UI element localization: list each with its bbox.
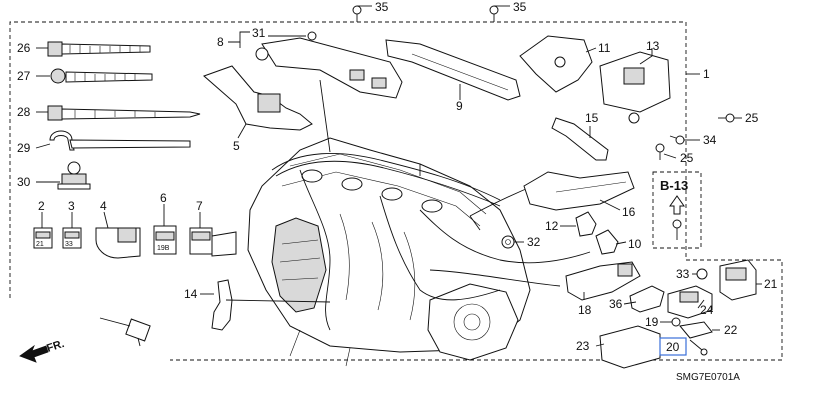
connector-marking: 19B bbox=[157, 245, 170, 252]
callout-label: 3 bbox=[68, 199, 75, 213]
part-28-cable-tie bbox=[47, 105, 201, 121]
bolt-25-lower bbox=[655, 143, 665, 160]
callout-label: 5 bbox=[233, 139, 240, 153]
callout-label: 21 bbox=[764, 277, 778, 291]
callout-label: 12 bbox=[545, 219, 559, 233]
part-18-bracket bbox=[565, 261, 641, 301]
part-16-harness-cover bbox=[523, 171, 635, 211]
callout-label: 24 bbox=[700, 303, 714, 317]
section-ref-box bbox=[652, 171, 702, 249]
callout-label: 7 bbox=[196, 199, 203, 213]
part-12-clip bbox=[575, 211, 597, 237]
callout-label: 2 bbox=[38, 199, 45, 213]
callout-label: 33 bbox=[676, 267, 690, 281]
connector-marking: 33 bbox=[65, 241, 73, 248]
part-24-fuse-box bbox=[667, 285, 713, 319]
part-31-clip bbox=[307, 31, 317, 41]
part-32-grommet bbox=[501, 235, 515, 249]
callout-label: 19 bbox=[645, 315, 659, 329]
connector-marking: 21 bbox=[36, 241, 44, 248]
part-8-harness-bracket bbox=[255, 37, 403, 99]
part-19-clip bbox=[671, 317, 681, 327]
part-11-bracket bbox=[519, 35, 593, 93]
part-13-bracket-box bbox=[599, 51, 671, 124]
part-20-cable-end bbox=[689, 339, 708, 356]
part-21-relay-box bbox=[719, 259, 757, 301]
direction-label: FR. bbox=[45, 338, 66, 355]
callout-label: 25 bbox=[745, 111, 759, 125]
image-code: SMG7E0701A bbox=[676, 372, 740, 383]
part-22-cable bbox=[679, 321, 713, 339]
callout-label-highlight: 20 bbox=[666, 340, 680, 354]
callout-label: 6 bbox=[160, 191, 167, 205]
callout-label: 30 bbox=[17, 175, 31, 189]
highlight-box bbox=[659, 337, 687, 356]
main-wire-harness bbox=[271, 153, 591, 331]
section-up-arrow bbox=[669, 195, 685, 215]
callout-label: 23 bbox=[576, 339, 590, 353]
callout-label: 15 bbox=[585, 111, 599, 125]
callout-label: 4 bbox=[100, 199, 107, 213]
part-30-clamp bbox=[57, 161, 91, 190]
part-14-bracket bbox=[211, 279, 233, 331]
callout-label: 32 bbox=[527, 235, 541, 249]
engine-block bbox=[247, 137, 531, 367]
part-33-nut bbox=[696, 268, 708, 280]
callout-label: 10 bbox=[628, 237, 642, 251]
bolt-34 bbox=[669, 135, 685, 145]
callout-labels: 35 35 8 31 26 27 28 29 30 5 9 11 13 1 15… bbox=[17, 0, 778, 356]
callout-label: 26 bbox=[17, 41, 31, 55]
callout-label: 8 bbox=[217, 35, 224, 49]
callout-label: 25 bbox=[680, 151, 694, 165]
part-6-connector bbox=[153, 225, 177, 255]
callout-label: 35 bbox=[513, 0, 527, 14]
bolt-25-upper bbox=[718, 113, 735, 123]
callout-label: 16 bbox=[622, 205, 636, 219]
section-reference: B-13 bbox=[660, 178, 688, 193]
assembly-boundary bbox=[9, 21, 783, 361]
part-29-harness-clip bbox=[49, 130, 191, 151]
part-9-harness-cover bbox=[385, 39, 521, 101]
part-10-clip bbox=[595, 229, 619, 255]
callout-label: 29 bbox=[17, 141, 31, 155]
part-15-bracket bbox=[551, 117, 609, 161]
part-26-band-clip bbox=[47, 41, 151, 57]
callout-label: 1 bbox=[703, 67, 710, 81]
part-5-harness-cover bbox=[203, 65, 313, 131]
part-4-holder bbox=[95, 227, 141, 259]
section-ref-bolt bbox=[672, 219, 682, 240]
callout-label: 28 bbox=[17, 105, 31, 119]
leader-lines bbox=[35, 5, 762, 347]
part-36-holder bbox=[629, 285, 665, 313]
bolt-35-right bbox=[489, 5, 499, 22]
callout-label: 31 bbox=[252, 26, 266, 40]
part-23-cover bbox=[599, 325, 661, 369]
front-direction-arrow bbox=[19, 344, 49, 363]
sensor-connector-left bbox=[125, 318, 151, 347]
part-2-connector bbox=[33, 227, 53, 249]
part-27-band-clip bbox=[50, 68, 153, 84]
callout-label: 18 bbox=[578, 303, 592, 317]
callout-label: 35 bbox=[375, 0, 389, 14]
callout-label: 27 bbox=[17, 69, 31, 83]
callout-label: 14 bbox=[184, 287, 198, 301]
callout-label: 13 bbox=[646, 39, 660, 53]
callout-label: 34 bbox=[703, 133, 717, 147]
callout-label: 22 bbox=[724, 323, 738, 337]
callout-label: 11 bbox=[598, 41, 611, 55]
callout-label: 9 bbox=[456, 99, 463, 113]
part-7-connector-holder bbox=[189, 227, 237, 257]
bolt-35-left bbox=[352, 5, 362, 22]
callout-label: 36 bbox=[609, 297, 623, 311]
